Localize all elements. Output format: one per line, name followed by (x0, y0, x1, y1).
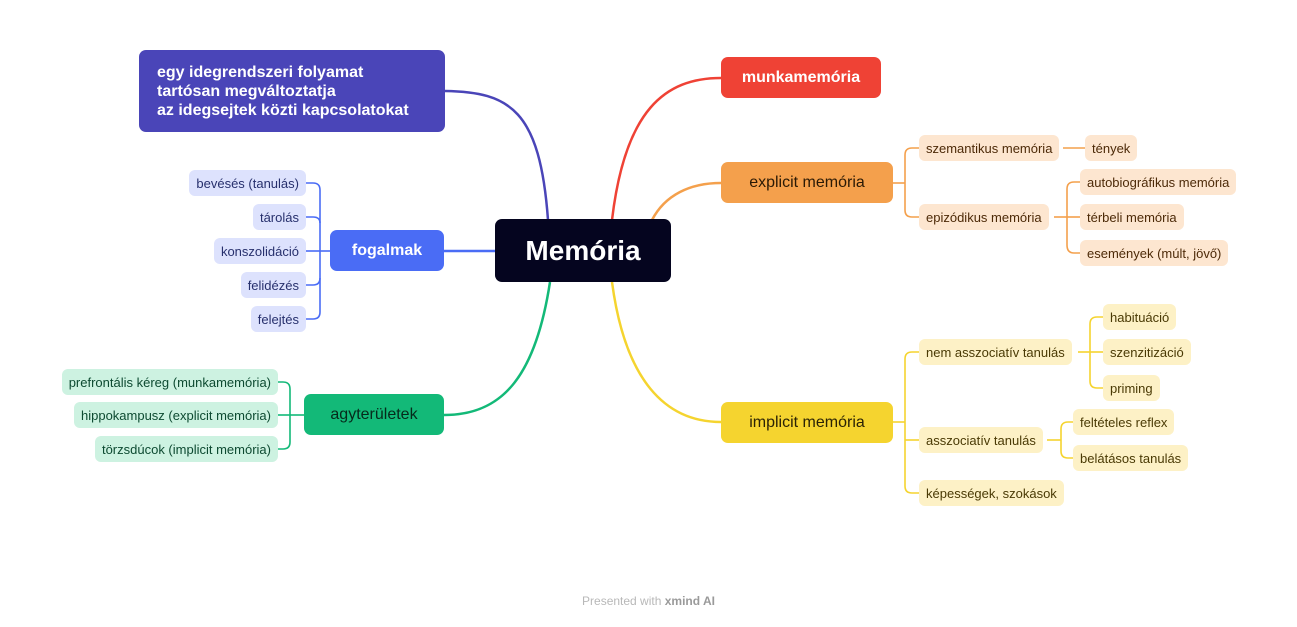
fogalmak-item-tarolas[interactable]: tárolás (252, 204, 306, 230)
link-implicit (610, 281, 722, 424)
agyteruletek-node[interactable]: agyterületek (304, 394, 444, 435)
terbeli-memoria-node[interactable]: térbeli memória (1080, 204, 1184, 230)
kepessegek-szokasok-node[interactable]: képességek, szokások (919, 480, 1064, 506)
agyterulet-item-torzsducok[interactable]: törzsdúcok (implicit memória) (94, 436, 278, 462)
implicit-links (893, 316, 1103, 494)
link-explicit (650, 181, 722, 221)
agyteruletek-links (278, 381, 304, 450)
link-agyteruletek (443, 281, 552, 417)
footer-credit: Presented with xmind AI (0, 594, 1297, 608)
felteteles-reflex-node[interactable]: feltételes reflex (1073, 409, 1175, 435)
fogalmak-links (306, 182, 330, 320)
fogalmak-item-konszolidacio[interactable]: konszolidáció (213, 238, 306, 264)
footer-brand[interactable]: xmind AI (664, 594, 715, 608)
autobiografikus-memoria-node[interactable]: autobiográfikus memória (1080, 169, 1237, 195)
epizodikus-memoria-node[interactable]: epizódikus memória (919, 204, 1049, 230)
explicit-links (893, 147, 1085, 254)
explicit-memoria-node[interactable]: explicit memória (721, 162, 893, 203)
munkamemoria-node[interactable]: munkamemória (721, 57, 881, 98)
definition-node[interactable]: egy idegrendszeri folyamat tartósan megv… (139, 50, 445, 132)
root-node-memoria[interactable]: Memória (495, 219, 671, 282)
agyterulet-item-hippokampusz[interactable]: hippokampusz (explicit memória) (73, 402, 278, 428)
szemantikus-memoria-node[interactable]: szemantikus memória (919, 135, 1060, 161)
link-definition (444, 89, 550, 221)
implicit-memoria-node[interactable]: implicit memória (721, 402, 893, 443)
asszociativ-tanulas-node[interactable]: asszociatív tanulás (919, 427, 1043, 453)
agyterulet-item-prefrontalis[interactable]: prefrontális kéreg (munkamemória) (61, 369, 278, 395)
fogalmak-item-beveses[interactable]: bevésés (tanulás) (189, 170, 306, 196)
esemenyek-node[interactable]: események (múlt, jövő) (1080, 240, 1229, 266)
priming-node[interactable]: priming (1103, 375, 1160, 401)
footer-prefix: Presented with (582, 594, 662, 608)
habituacio-node[interactable]: habituáció (1103, 304, 1177, 330)
link-munkamemoria (610, 76, 722, 221)
fogalmak-item-felejtes[interactable]: felejtés (250, 306, 306, 332)
belatasos-tanulas-node[interactable]: belátásos tanulás (1073, 445, 1189, 471)
szenzitizacio-node[interactable]: szenzitizáció (1103, 339, 1191, 365)
tenyek-node[interactable]: tények (1085, 135, 1138, 161)
fogalmak-item-felidezes[interactable]: felidézés (240, 272, 306, 298)
nem-asszociativ-tanulas-node[interactable]: nem asszociatív tanulás (919, 339, 1072, 365)
fogalmak-node[interactable]: fogalmak (330, 230, 444, 271)
